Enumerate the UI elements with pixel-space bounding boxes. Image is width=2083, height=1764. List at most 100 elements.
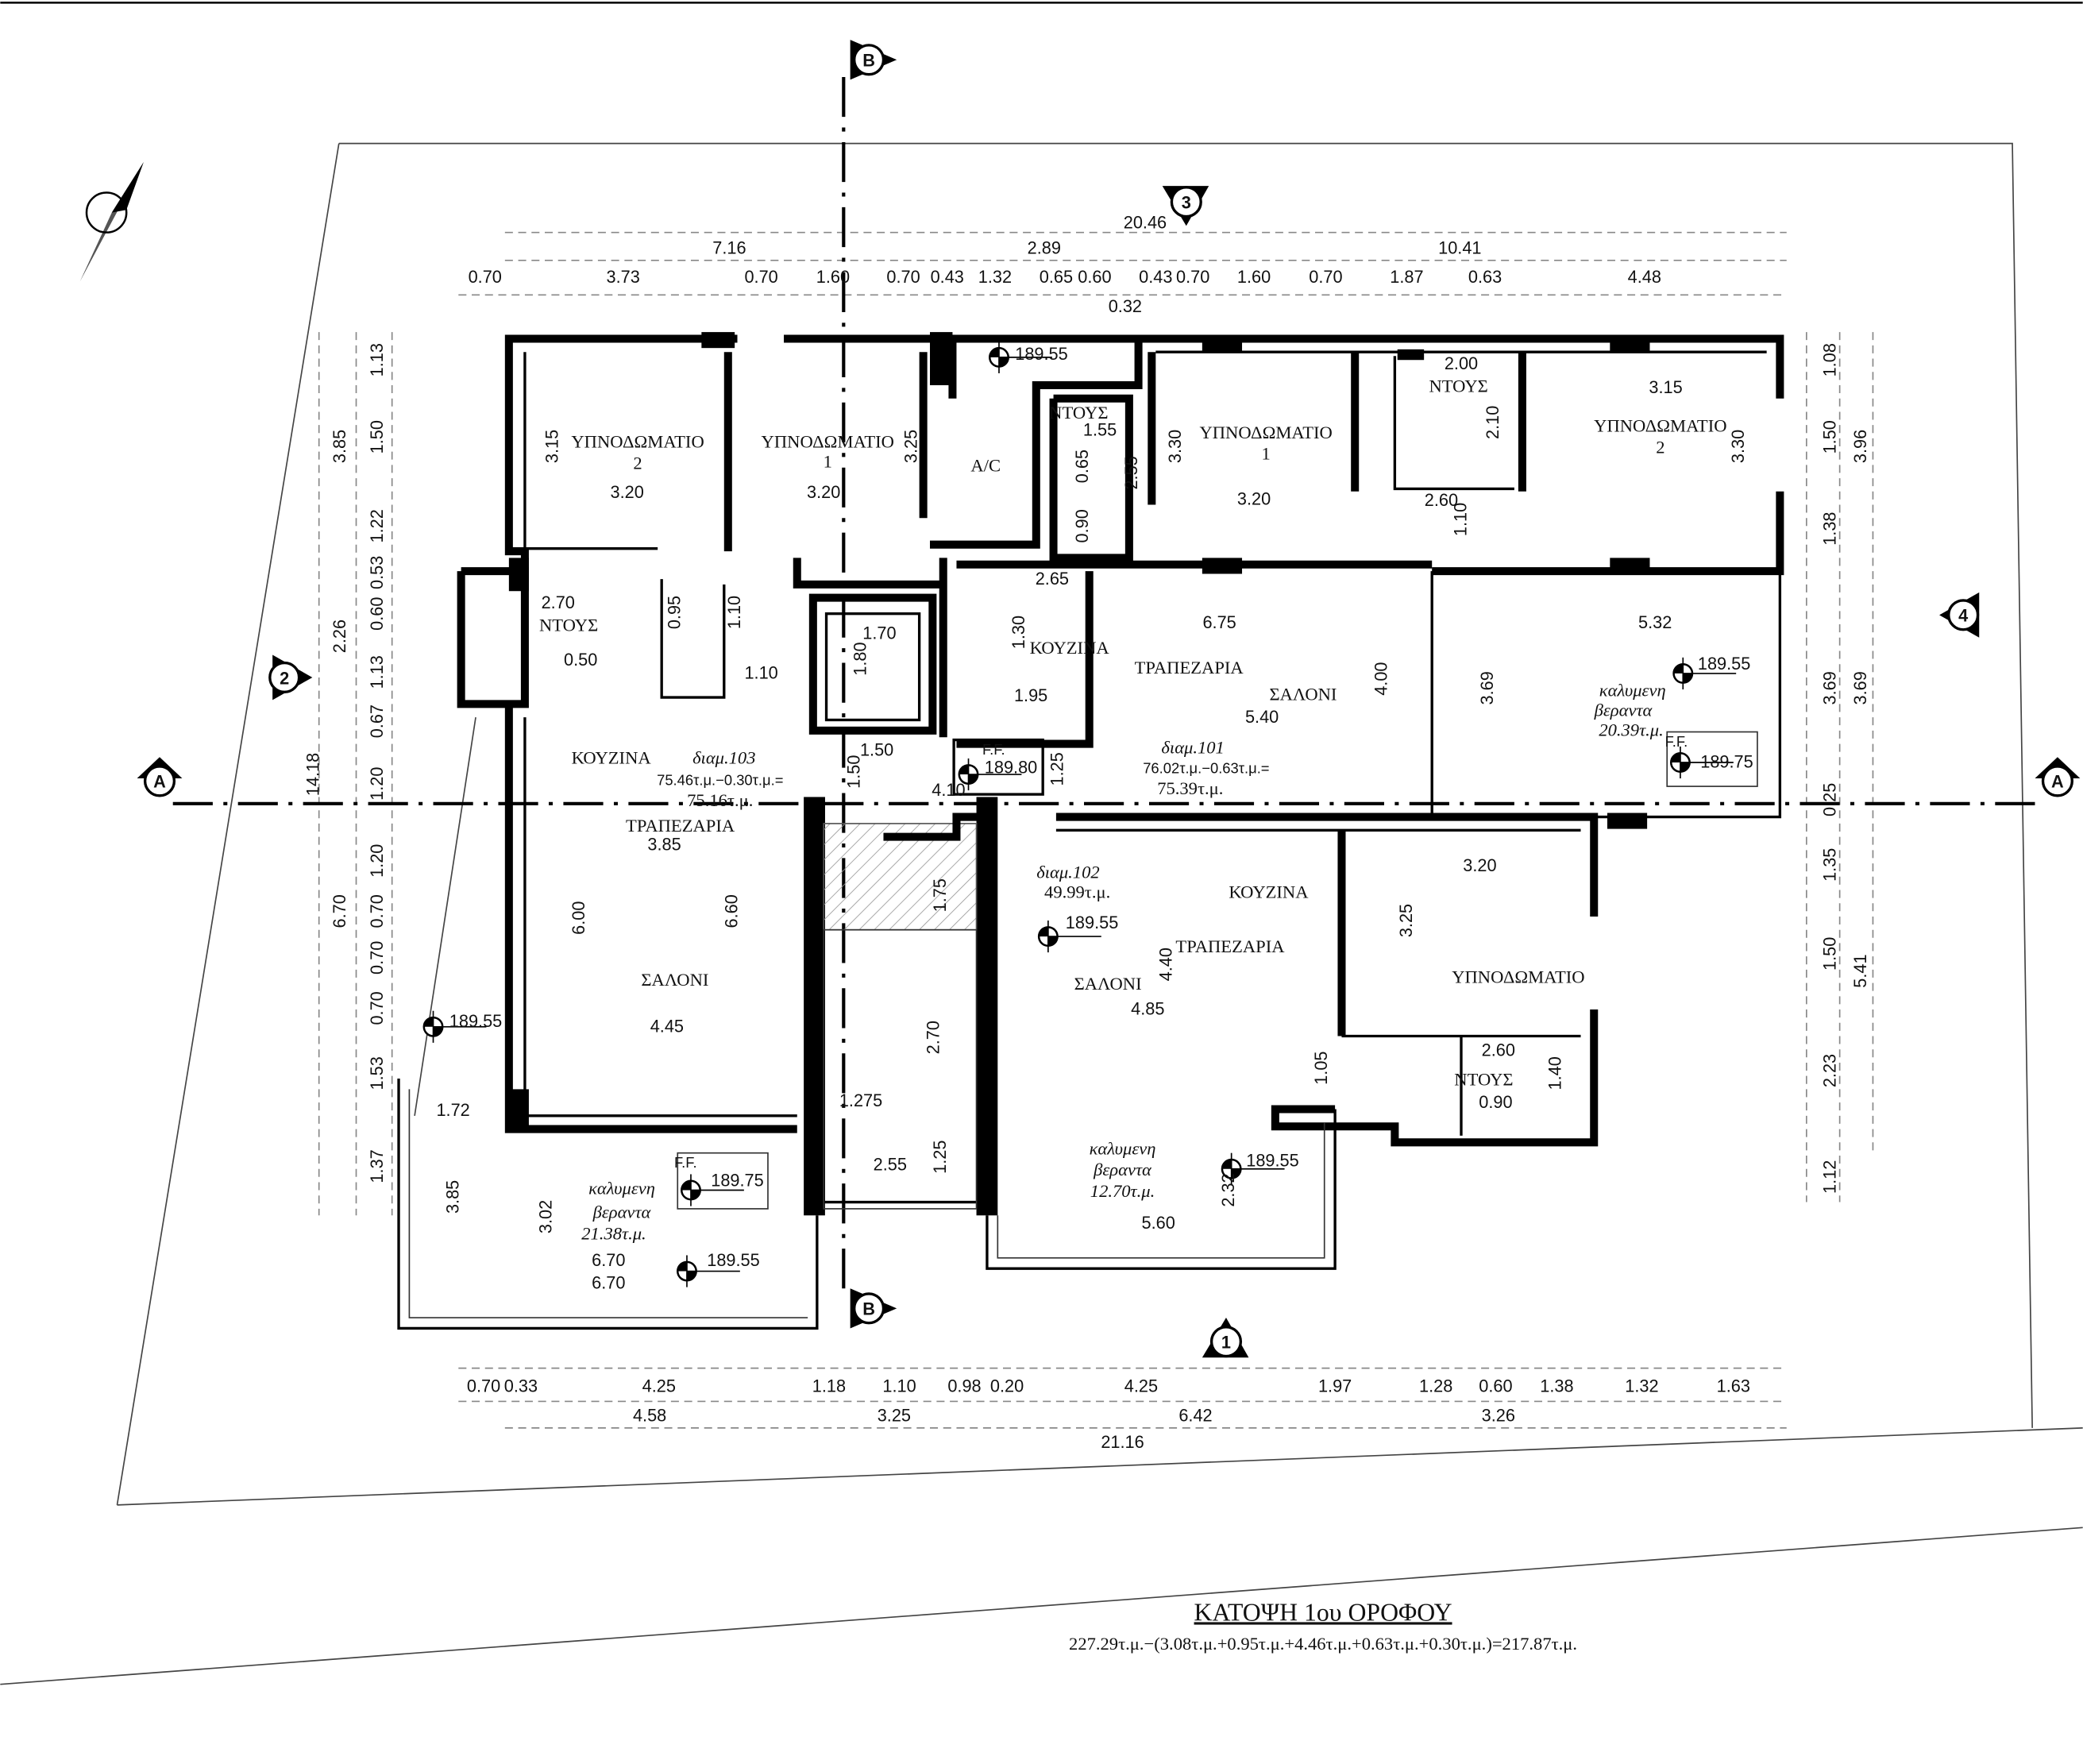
dimension-text: 1.20 [367,844,387,878]
dimension-text: 3.30 [1165,430,1185,463]
dimension-text: 0.32 [1109,296,1142,316]
dimension-text: 1.25 [930,1141,950,1174]
dimension-text: 3.85 [442,1180,462,1214]
dimension-text: 0.95 [665,596,685,629]
room-name: ΤΡΑΠΕΖΑΡΙΑ [1175,936,1285,956]
dimension-text: 1.38 [1540,1376,1573,1396]
elevation-value: 189.55 [1698,654,1750,674]
area-calc: 76.02τ.μ.−0.63τ.μ.= [1143,759,1269,776]
dimension-text: 2.89 [1028,237,1061,257]
dimension-text: 6.00 [569,901,588,934]
dimension-text: 1.87 [1390,267,1423,287]
dimension-text: 1.70 [862,623,896,643]
area-formula: 227.29τ.μ.−(3.08τ.μ.+0.95τ.μ.+4.46τ.μ.+0… [1069,1634,1577,1654]
dimension-text: 6.42 [1178,1406,1212,1426]
dimension-text: 4.00 [1371,662,1391,695]
dimension-text: 1.37 [367,1149,387,1183]
elevation-value: 189.55 [707,1250,759,1270]
ff-label: F.F. [1665,733,1688,750]
drawing-title: ΚΑΤΟΨΗ 1ου ΟΡΟΦΟΥ [1194,1598,1452,1626]
dimension-text: 20.46 [1124,213,1167,233]
dimension-text: 0.98 [947,1376,981,1396]
dimension-text: 0.50 [564,650,597,670]
room-name: ΣΑΛΟΝΙ [1269,684,1337,704]
elevation-marker-icon [958,758,1022,791]
dimension-text: 1.13 [367,343,387,376]
veranda-area: 12.70τ.μ. [1090,1181,1155,1201]
dimension-text: 1.22 [367,509,387,542]
apartment-label: διαμ.101 [1161,737,1224,757]
dimension-text: 3.73 [607,267,640,287]
area-net: 49.99τ.μ. [1044,882,1110,902]
dimension-text: 4.85 [1131,999,1164,1019]
grid-marker-label: 2 [280,668,289,688]
dimension-text: 0.33 [504,1376,538,1396]
dimension-text: 1.75 [930,878,950,912]
dimension-text: 3.02 [535,1200,555,1233]
dimension-text: 3.25 [1396,904,1416,937]
dimension-text: 1.50 [843,755,863,789]
dimension-text: 0.65 [1040,267,1073,287]
veranda-label: καλυμενη [1599,680,1666,700]
dimension-text: 1.08 [1820,343,1840,376]
room-name: ΚΟΥΖΙΝΑ [1030,638,1110,658]
dimension-text: 1.50 [1820,937,1840,971]
dimension-text: 0.70 [467,1376,500,1396]
dimension-text: 0.90 [1479,1092,1512,1112]
dimension-text: 1.10 [1451,503,1471,536]
dimension-text: 0.65 [1072,450,1092,483]
dimension-text: 0.70 [367,991,387,1025]
dimension-text: 1.18 [812,1376,846,1396]
room-number: 2 [1656,437,1664,457]
dimension-text: 10.41 [1438,237,1481,257]
dimension-text: 5.41 [1850,954,1870,987]
dimension-text: 0.60 [1479,1376,1512,1396]
grid-marker-label: A [153,772,166,792]
dimension-text: 1.10 [744,663,777,683]
dimension-text: 3.85 [330,430,349,463]
dimension-text: 3.20 [1237,489,1271,509]
room-number: 1 [824,452,832,472]
north-arrow-icon [79,162,144,282]
dimension-lines [318,231,1874,1429]
dimension-text: 1.35 [1820,848,1840,882]
dimension-text: 0.25 [1820,783,1840,816]
dimension-text: 0.53 [367,556,387,589]
dimension-text: 2.10 [1483,406,1502,439]
dimension-text: 5.40 [1245,707,1279,727]
elevation-marker-icon [422,1010,487,1043]
dimension-text: 2.70 [542,593,575,612]
elevation-value: 189.55 [449,1011,502,1031]
grid-marker-b-top: B [850,40,897,80]
dimension-text: 1.10 [882,1376,916,1396]
grid-marker-3: 3 [1162,186,1209,226]
room-name: ΣΑΛΟΝΙ [1074,974,1142,994]
dimension-text: 3.20 [807,482,840,502]
elevation-value: 189.55 [1066,913,1118,932]
elevation-markers [422,341,1737,1287]
dimension-text: 2.60 [1482,1040,1515,1060]
site-boundary [0,142,2083,1685]
elevation-marker-icon [676,1255,740,1287]
veranda-label: καλυμενη [588,1179,655,1199]
veranda-label: βεραντα [1093,1160,1152,1179]
area-net: 75.16τ.μ. [687,790,753,810]
dimension-text: 1.20 [367,767,387,801]
room-name: ΥΠΝΟΔΩΜΑΤΙΟ [762,432,894,452]
dimension-text: 2.26 [330,620,349,653]
dimension-text: 6.70 [330,894,349,928]
dimension-text: 2.65 [1036,569,1069,589]
room-number: 2 [633,453,642,473]
dimension-text: 4.40 [1155,948,1175,981]
room-number: 1 [1262,444,1271,464]
room-name: ΝΤΟΥΣ [1049,403,1108,423]
dimension-text: 1.63 [1717,1376,1750,1396]
dimension-text: 0.43 [931,267,964,287]
dimension-text: 0.70 [1176,267,1209,287]
room-name: ΝΤΟΥΣ [539,615,598,635]
dimension-text: 4.10 [932,780,965,800]
elevation-value: 189.55 [1015,344,1067,364]
dimension-text: 1.13 [367,655,387,689]
dimension-text: 2.55 [874,1154,907,1174]
dimension-text: 1.10 [724,596,744,629]
